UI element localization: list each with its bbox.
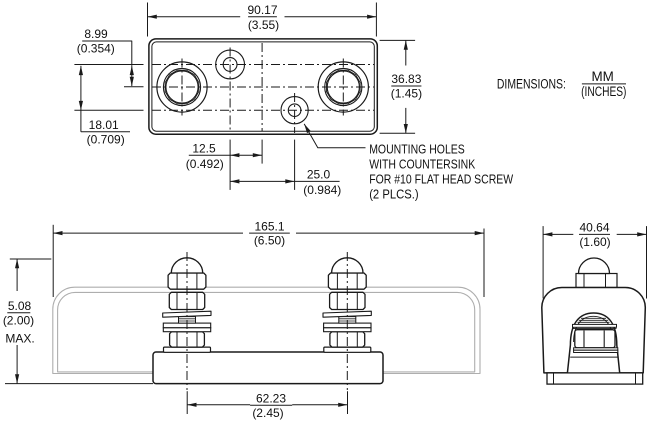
svg-text:(0.492): (0.492) bbox=[186, 157, 224, 171]
svg-text:12.5: 12.5 bbox=[192, 141, 216, 155]
svg-text:8.99: 8.99 bbox=[84, 27, 108, 41]
svg-text:(2.00): (2.00) bbox=[3, 314, 34, 328]
svg-text:(1.60): (1.60) bbox=[579, 235, 610, 249]
svg-text:FOR #10 FLAT HEAD SCREW: FOR #10 FLAT HEAD SCREW bbox=[369, 172, 513, 186]
svg-text:90.17: 90.17 bbox=[247, 3, 277, 17]
svg-text:(0.354): (0.354) bbox=[77, 42, 115, 56]
svg-text:MM: MM bbox=[592, 69, 614, 84]
svg-text:25.0: 25.0 bbox=[307, 168, 331, 182]
svg-text:5.08: 5.08 bbox=[8, 299, 32, 313]
svg-text:(INCHES): (INCHES) bbox=[581, 84, 626, 99]
svg-text:MOUNTING HOLES: MOUNTING HOLES bbox=[369, 142, 465, 156]
svg-text:DIMENSIONS:: DIMENSIONS: bbox=[497, 76, 566, 91]
svg-text:(6.50): (6.50) bbox=[254, 234, 285, 248]
svg-text:MAX.: MAX. bbox=[5, 332, 34, 346]
svg-text:(1.45): (1.45) bbox=[391, 87, 422, 101]
svg-text:62.23: 62.23 bbox=[256, 391, 286, 405]
svg-text:(2 PLCS.): (2 PLCS.) bbox=[369, 187, 418, 201]
svg-text:165.1: 165.1 bbox=[254, 219, 284, 233]
svg-text:(3.55): (3.55) bbox=[248, 18, 279, 32]
svg-text:WITH COUNTERSINK: WITH COUNTERSINK bbox=[369, 157, 475, 171]
svg-text:(0.709): (0.709) bbox=[87, 132, 125, 146]
svg-text:18.01: 18.01 bbox=[89, 118, 119, 132]
svg-text:36.83: 36.83 bbox=[391, 72, 421, 86]
svg-text:40.64: 40.64 bbox=[579, 221, 609, 235]
svg-text:(2.45): (2.45) bbox=[252, 406, 283, 420]
svg-text:(0.984): (0.984) bbox=[303, 183, 341, 197]
